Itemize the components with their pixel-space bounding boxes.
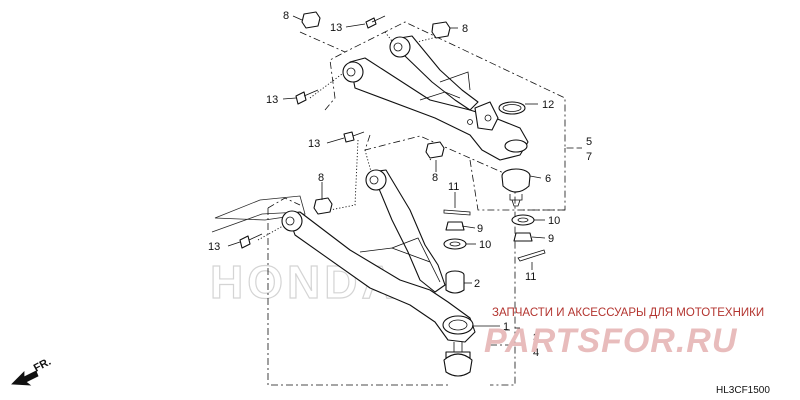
callout-11: 11 (448, 181, 459, 193)
callout-3: 3 (533, 332, 539, 344)
arrow-icon (11, 370, 39, 386)
snap-ring (498, 101, 526, 115)
callout-6: 6 (545, 173, 551, 185)
shop-tagline-watermark: ЗАПЧАСТИ И АКСЕССУАРЫ ДЛЯ МОТОТЕХНИКИ (492, 307, 764, 319)
callout-8: 8 (462, 23, 468, 35)
callout-13: 13 (208, 241, 220, 253)
lower-control-arm (281, 169, 476, 343)
hardware (239, 11, 546, 262)
upper-control-arm (342, 35, 529, 161)
callout-8: 8 (432, 172, 438, 184)
upper-arm-assembly-outline (299, 21, 578, 211)
callout-10: 10 (479, 239, 491, 251)
callout-9: 9 (477, 223, 483, 235)
callout-1: 1 (503, 321, 509, 333)
callout-7: 7 (586, 151, 592, 163)
diagram-code: HL3CF1500 (716, 385, 770, 396)
callout-5: 5 (586, 136, 592, 148)
callout-9: 9 (548, 233, 554, 245)
lower-arm-assembly-outline (267, 134, 520, 386)
callout-11: 11 (525, 271, 536, 283)
callout-numbers: 8 13 8 12 13 13 8 8 5 7 6 11 9 10 10 9 1… (208, 10, 592, 359)
front-direction-arrow: FR. (11, 356, 53, 386)
shop-brand-watermark: PARTSFOR.RU (484, 322, 738, 360)
upper-ball-joint (501, 168, 531, 207)
direction-label: FR. (32, 356, 53, 375)
honda-watermark-logo: HONDA (209, 195, 395, 309)
callout-13: 13 (266, 94, 278, 106)
callout-10: 10 (548, 215, 560, 227)
callout-13: 13 (308, 138, 320, 150)
callout-2: 2 (474, 278, 480, 290)
leader-lines (227, 15, 582, 327)
callout-8: 8 (318, 172, 324, 184)
dust-boot (445, 270, 465, 294)
callout-13: 13 (330, 22, 342, 34)
callout-4: 4 (533, 347, 539, 359)
callout-8: 8 (283, 10, 289, 22)
lower-ball-joint (443, 342, 473, 377)
callout-12: 12 (542, 99, 554, 111)
